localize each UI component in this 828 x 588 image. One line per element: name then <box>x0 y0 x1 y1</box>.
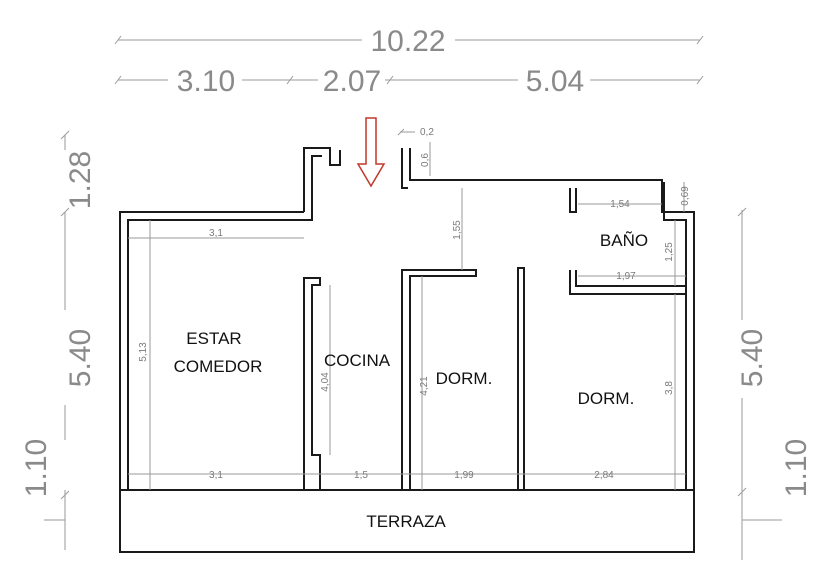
dim-width-2: 2.07 <box>323 65 381 98</box>
dim-bano-top-gap: 0,69 <box>680 186 691 206</box>
dim-cocina-height: 4,04 <box>320 372 331 392</box>
dim-right-mid: 5.40 <box>736 329 769 387</box>
dim-estar-top: 3,1 <box>209 228 223 239</box>
dim-left-top: 1.28 <box>64 151 97 209</box>
dim-bano-bottom: 1,97 <box>616 271 636 282</box>
dim-wall-thickness: 0,2 <box>420 127 434 138</box>
dim-left-bottom: 1.10 <box>20 439 53 497</box>
room-label-comedor: COMEDOR <box>174 357 263 376</box>
walls <box>119 147 695 553</box>
left-dimensions: 1.28 5.40 1.10 <box>20 130 97 550</box>
dim-bottom-4: 2,84 <box>594 470 614 481</box>
room-label-dorm-1: DORM. <box>436 369 493 388</box>
dim-total-width: 10.22 <box>370 25 445 58</box>
top-dimensions: 10.22 3.10 2.07 5.04 <box>114 25 704 98</box>
dim-bano-top: 1,54 <box>610 199 630 210</box>
entry-arrow-icon <box>356 117 386 188</box>
right-dimensions: 5.40 1.10 <box>736 207 813 560</box>
interior-dimensions: 3,1 5,13 4,04 4,21 1,55 1,54 1,97 1,25 3… <box>128 127 691 490</box>
room-label-estar: ESTAR <box>186 329 241 348</box>
dim-dorm1-height: 4,21 <box>419 376 430 396</box>
dim-right-bottom: 1.10 <box>780 439 813 497</box>
room-label-dorm-2: DORM. <box>578 389 635 408</box>
room-label-cocina: COCINA <box>324 351 391 370</box>
dim-width-3: 5.04 <box>526 65 584 98</box>
dim-estar-height: 5,13 <box>138 342 149 362</box>
room-labels: ESTAR COMEDOR COCINA DORM. DORM. BAÑO TE… <box>174 231 648 531</box>
dim-bottom-2: 1,5 <box>354 470 368 481</box>
dim-width-1: 3.10 <box>177 65 235 98</box>
dim-bano-height: 1,25 <box>664 242 675 262</box>
dim-bottom-3: 1,99 <box>454 470 474 481</box>
dim-dorm2-height: 3,8 <box>664 381 675 395</box>
dim-hall-height: 1,55 <box>452 220 463 240</box>
dim-entry-depth: 0,6 <box>420 153 431 167</box>
room-label-bano: BAÑO <box>600 231 648 250</box>
dim-bottom-1: 3,1 <box>209 470 223 481</box>
dim-left-mid: 5.40 <box>64 329 97 387</box>
room-label-terraza: TERRAZA <box>366 512 446 531</box>
